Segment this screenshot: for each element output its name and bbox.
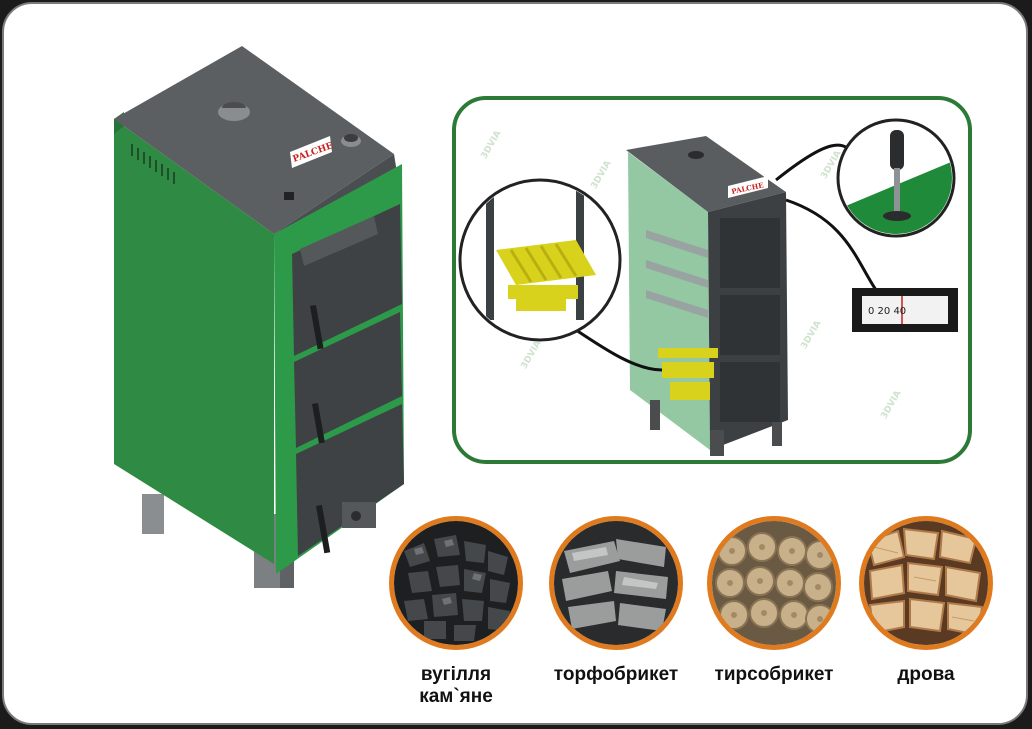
fuel-item-coal: вугілля кам`яне	[386, 516, 526, 708]
fuel-item-sawdust: тирсобрикет	[704, 516, 844, 686]
fuel-label-line: дрова	[897, 664, 955, 685]
fuel-item-peat: торфобрикет	[546, 516, 686, 686]
fuel-label-sawdust: тирсобрикет	[704, 664, 844, 686]
coal-image	[389, 516, 523, 650]
firewood-image	[859, 516, 993, 650]
fuel-label-line: кам`яне	[419, 686, 493, 707]
fuel-label-line: торфобрикет	[553, 664, 679, 685]
thermometer-scale: 0 20 40	[868, 306, 906, 317]
sawdust-briquette-image	[707, 516, 841, 650]
fuel-label-peat: торфобрикет	[546, 664, 686, 686]
fuel-label-coal: вугілля кам`яне	[386, 664, 526, 708]
detail-panel: 3DVIA 3DVIA 3DVIA 3DVIA 3DVIA 3DVIA	[452, 96, 972, 464]
fuel-label-line: тирсобрикет	[714, 664, 834, 685]
boiler-illustration: PALCHE	[114, 46, 404, 588]
fuel-label-line: вугілля	[420, 664, 492, 685]
boiler-cutaway: PALCHE	[458, 118, 958, 456]
fuel-item-wood: дрова	[856, 516, 996, 686]
fuel-label-wood: дрова	[856, 664, 996, 686]
peat-briquette-image	[549, 516, 683, 650]
